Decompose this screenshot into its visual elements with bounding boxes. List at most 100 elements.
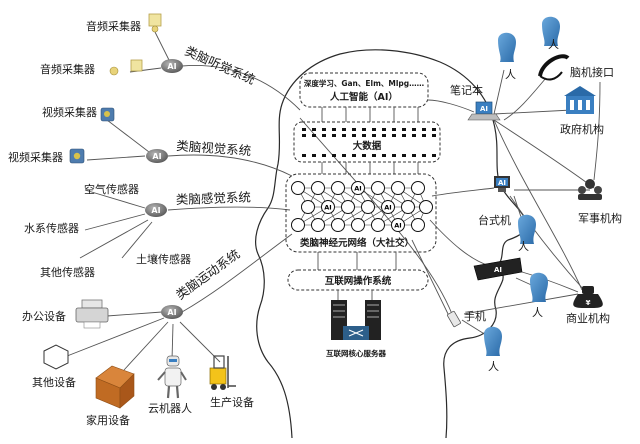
bci-label: 脑机接口: [570, 65, 614, 79]
bigdata-box: [293, 121, 441, 163]
bigdata-cell: [312, 134, 316, 137]
nn-node: [411, 181, 425, 195]
bigdata-cell: [312, 154, 316, 157]
nn-box: [285, 173, 437, 253]
nn-node: [381, 200, 395, 214]
svg-text:AI: AI: [167, 62, 176, 71]
microphone-icon: [109, 59, 143, 76]
nn-node: [311, 218, 325, 232]
bigdata-cell: [382, 134, 386, 137]
bigdata-cell: [392, 128, 396, 131]
nn-node: [361, 200, 375, 214]
bci-headset-icon: [538, 54, 570, 81]
bigdata-cell: [322, 154, 326, 157]
bigdata-cell: [412, 128, 416, 131]
svg-text:AI: AI: [498, 179, 506, 187]
nn-node: [371, 181, 385, 195]
bigdata-cell: [332, 154, 336, 157]
ai-box-title: 人工智能（AI）: [330, 91, 398, 103]
nn-title: 类脑神经元网络（大社交）: [300, 237, 414, 249]
person-icon: [542, 16, 560, 46]
nn-node: [391, 218, 405, 232]
bigdata-cell: [422, 128, 426, 131]
ai-hub-sensory: AI: [145, 203, 167, 217]
nn-node: [411, 218, 425, 232]
government-building-icon: [564, 86, 596, 114]
person-label: 人: [518, 240, 529, 253]
bigdata-cell: [352, 154, 356, 157]
server-label: 互联网核心服务器: [326, 348, 386, 358]
microphone-icon: [148, 13, 162, 33]
nn-node: [351, 218, 365, 232]
bigdata-cell: [302, 154, 306, 157]
ai-hub-auditory: AI: [161, 59, 183, 73]
forklift-icon: [209, 355, 236, 390]
bigdata-cell: [362, 134, 366, 137]
money-bag-icon: ¥: [573, 286, 603, 308]
nn-node: [419, 200, 433, 214]
bigdata-cell: [332, 128, 336, 131]
bigdata-cell: [322, 128, 326, 131]
nn-ai-label: AI: [394, 221, 401, 229]
bigdata-cell: [422, 154, 426, 157]
ai-hub-visual: AI: [146, 149, 168, 163]
phone-label: 手机: [464, 309, 486, 323]
nn-node: [301, 200, 315, 214]
other-sensor-label: 其他传感器: [40, 266, 95, 279]
bigdata-cell: [382, 128, 386, 131]
home-equipment-label: 家用设备: [86, 413, 130, 427]
laptop-icon: AI: [467, 101, 501, 121]
nn-node: [291, 181, 305, 195]
os-title: 互联网操作系统: [325, 275, 392, 287]
svg-text:AI: AI: [480, 105, 488, 113]
video-collector-1-label: 视频采集器: [42, 105, 97, 119]
svg-text:AI: AI: [152, 152, 161, 161]
hexagon-icon: [43, 344, 69, 370]
nn-ai-label: AI: [384, 203, 391, 211]
bigdata-cell: [412, 134, 416, 137]
svg-text:¥: ¥: [586, 299, 591, 307]
nn-node: [311, 181, 325, 195]
air-sensor-label: 空气传感器: [84, 182, 139, 196]
bigdata-cell: [432, 128, 436, 131]
soil-sensor-label: 土壤传感器: [136, 252, 191, 266]
bigdata-cell: [342, 154, 346, 157]
water-sensor-label: 水系传感器: [24, 222, 79, 235]
bigdata-cell: [322, 134, 326, 137]
military-label: 军事机构: [578, 211, 622, 225]
person-label: 人: [505, 68, 516, 81]
bigdata-cell: [352, 134, 356, 137]
person-icon: [484, 326, 502, 356]
bigdata-cell: [362, 128, 366, 131]
ai-hub-motor: AI: [161, 305, 183, 319]
bigdata-cell: [382, 154, 386, 157]
bigdata-cell: [332, 134, 336, 137]
bigdata-grid: [302, 128, 436, 157]
nn-node: [391, 181, 405, 195]
mobile-phone-icon: [447, 310, 461, 328]
nn-node: [351, 181, 365, 195]
camera-icon: [100, 107, 115, 122]
audio-collector-2-label: 音频采集器: [40, 62, 95, 76]
svg-text:AI: AI: [494, 266, 502, 274]
bigdata-cell: [402, 128, 406, 131]
left-connection-lines: [61, 31, 301, 371]
nn-node: [341, 200, 355, 214]
bigdata-cell: [372, 134, 376, 137]
os-box: [287, 269, 429, 291]
military-icon: [578, 179, 602, 200]
head-silhouette: [255, 49, 528, 439]
nn-to-os-connectors: [317, 252, 397, 270]
bigdata-cell: [402, 154, 406, 157]
person-icon: [498, 32, 516, 62]
desktop-label: 台式机: [478, 213, 511, 227]
server-icon: [331, 300, 381, 340]
nn-node: [331, 181, 345, 195]
office-equipment-label: 办公设备: [22, 309, 66, 323]
ai-box-subtitle: 深度学习、Gan、Elm、Mlpg……: [304, 78, 424, 88]
vr-glasses-icon: AI: [473, 257, 523, 281]
bigdata-title: 大数据: [353, 140, 382, 152]
bigdata-cell: [362, 154, 366, 157]
